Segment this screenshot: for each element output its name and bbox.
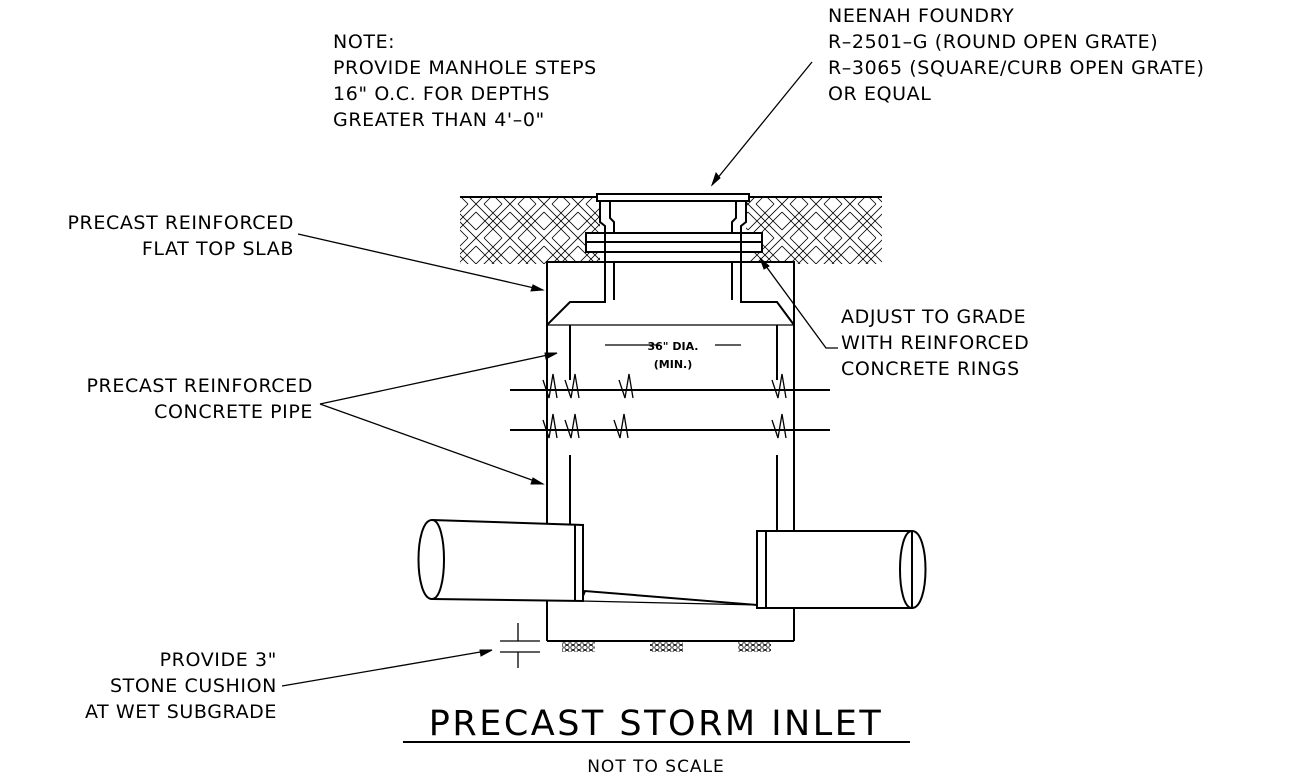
diameter-min-label: (MIN.) [654,358,692,371]
drawing-title: PRECAST STORM INLET [429,704,883,744]
diameter-label: 36" DIA. [648,340,699,353]
frame-callout-line-1: NEENAH FOUNDRY [828,5,1014,27]
inlet-pipe-left [417,519,584,603]
stone-callout-line-1: PROVIDE 3" [160,649,277,671]
frame-grate-callout: NEENAH FOUNDRY R–2501–G (ROUND OPEN GRAT… [828,5,1204,105]
break-lines [510,373,830,439]
stone-callout-line-3: AT WET SUBGRADE [85,701,277,723]
pipe-callout-line-2: CONCRETE PIPE [154,401,313,423]
stone-callout-line-2: STONE CUSHION [110,675,277,697]
stone-cushion-dimension [500,623,540,668]
adjusting-rings-callout: ADJUST TO GRADE WITH REINFORCED CONCRETE… [841,306,1029,380]
top-slab-callout-line-2: FLAT TOP SLAB [142,238,294,260]
stone-cushion-callout: PROVIDE 3" STONE CUSHION AT WET SUBGRADE [85,649,277,723]
ground-surface [460,196,882,264]
note-line-2: 16" O.C. FOR DEPTHS [333,83,550,105]
top-slab-callout-line-1: PRECAST REINFORCED [68,212,295,234]
manhole-steps-note: NOTE: PROVIDE MANHOLE STEPS 16" O.C. FOR… [333,31,597,131]
note-heading: NOTE: [333,31,395,53]
note-line-1: PROVIDE MANHOLE STEPS [333,57,597,79]
frame-callout-line-3: R–3065 (SQUARE/CURB OPEN GRATE) [828,57,1204,79]
concrete-pipe-callout: PRECAST REINFORCED CONCRETE PIPE [87,375,314,423]
frame-callout-line-2: R–2501–G (ROUND OPEN GRATE) [828,31,1158,53]
drawing-subtitle: NOT TO SCALE [587,757,725,777]
rings-callout-line-3: CONCRETE RINGS [841,358,1020,380]
rings-callout-line-2: WITH REINFORCED [841,332,1029,354]
adjusting-rings [585,232,763,253]
drawing-title-block: PRECAST STORM INLET NOT TO SCALE [403,704,910,777]
frame-callout-line-4: OR EQUAL [828,83,931,105]
leader-lines [281,61,838,687]
diameter-dimension: 36" DIA. (MIN.) [605,340,741,371]
rings-callout-line-1: ADJUST TO GRADE [841,306,1026,328]
top-slab-callout: PRECAST REINFORCED FLAT TOP SLAB [68,212,295,260]
flat-top-slab [546,251,795,329]
outlet-pipe-right [756,530,927,609]
pipe-callout-line-1: PRECAST REINFORCED [87,375,314,397]
note-line-3: GREATER THAN 4'–0" [333,109,545,131]
stone-cushion [562,642,771,652]
